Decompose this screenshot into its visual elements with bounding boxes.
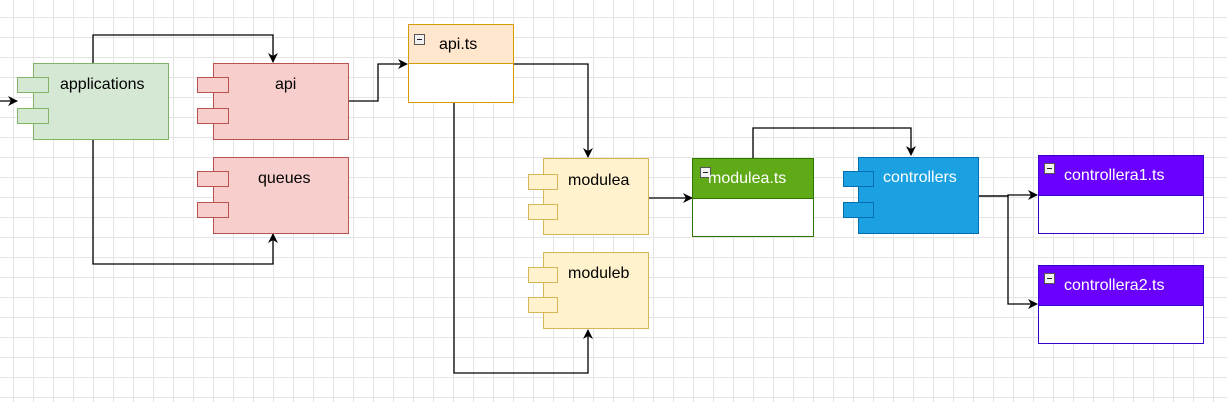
component-tab-top — [197, 171, 229, 187]
component-label: queues — [258, 170, 311, 187]
component-label: controllers — [883, 169, 957, 186]
class-title: controllera1.ts — [1064, 167, 1165, 184]
class-header: controllera2.ts — [1039, 266, 1203, 306]
component-body — [213, 63, 349, 140]
class-api-ts[interactable]: api.ts — [408, 24, 514, 103]
component-tab-bottom — [528, 204, 558, 220]
component-controllers[interactable]: controllers — [843, 157, 979, 234]
class-header: controllera1.ts — [1039, 156, 1203, 196]
component-tab-top — [528, 174, 558, 190]
class-body — [693, 199, 813, 236]
component-tab-top — [528, 267, 558, 283]
class-header: modulea.ts — [693, 159, 813, 199]
component-body — [33, 63, 169, 140]
edge-applications-api — [92, 34, 278, 63]
component-tab-bottom — [197, 202, 229, 218]
component-queues[interactable]: queues — [197, 157, 349, 234]
edge-apits-modulea — [514, 63, 593, 158]
component-api[interactable]: api — [197, 63, 349, 140]
component-tab-top — [843, 171, 874, 187]
class-modulea-ts[interactable]: modulea.ts — [692, 158, 814, 237]
class-body — [409, 64, 513, 102]
component-body — [543, 252, 649, 329]
class-title: api.ts — [439, 36, 478, 53]
component-applications[interactable]: applications — [17, 63, 169, 140]
component-moduleb[interactable]: moduleb — [528, 252, 649, 329]
class-controllera2-ts[interactable]: controllera2.ts — [1038, 265, 1204, 344]
class-header: api.ts — [409, 25, 513, 64]
class-body — [1039, 196, 1203, 233]
component-body — [213, 157, 349, 234]
component-tab-bottom — [197, 108, 229, 124]
component-tab-top — [17, 77, 49, 93]
edge-applications-queues — [92, 139, 278, 265]
class-title: modulea.ts — [708, 170, 787, 187]
edge-moduleats-controllers — [752, 127, 916, 158]
edge-apits-moduleb — [453, 103, 593, 374]
component-tab-bottom — [17, 108, 49, 124]
edge-controllers-controllera2 — [979, 195, 1038, 309]
component-modulea[interactable]: modulea — [528, 158, 649, 235]
component-label: applications — [60, 76, 145, 93]
component-label: modulea — [568, 172, 630, 189]
component-tab-bottom — [843, 202, 874, 218]
minus-icon[interactable] — [414, 34, 425, 45]
component-label: api — [275, 76, 297, 93]
class-body — [1039, 306, 1203, 343]
component-tab-top — [197, 77, 229, 93]
minus-icon[interactable] — [700, 167, 711, 178]
class-title: controllera2.ts — [1064, 277, 1165, 294]
edge-api-apits — [349, 59, 408, 102]
class-controllera1-ts[interactable]: controllera1.ts — [1038, 155, 1204, 234]
component-body — [543, 158, 649, 235]
minus-icon[interactable] — [1044, 163, 1055, 174]
component-label: moduleb — [568, 265, 630, 282]
component-body — [858, 157, 979, 234]
minus-icon[interactable] — [1044, 273, 1055, 284]
component-tab-bottom — [528, 297, 558, 313]
